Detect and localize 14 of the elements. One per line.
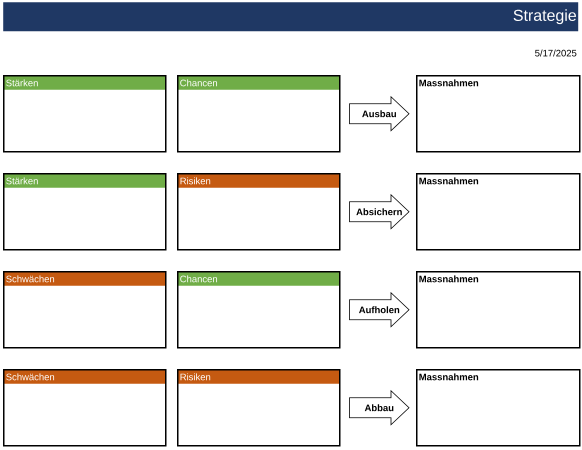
notes-box: Massnahmen <box>416 75 580 152</box>
labeled-box: Schwächen <box>3 271 166 348</box>
labeled-box: Stärken <box>3 173 166 250</box>
labeled-box: Risiken <box>177 173 340 250</box>
labeled-box: Risiken <box>177 369 340 446</box>
notes-box: Massnahmen <box>416 369 580 446</box>
title-banner: Strategie <box>3 2 578 32</box>
labeled-box: Chancen <box>177 271 340 348</box>
notes-box: Massnahmen <box>416 173 580 250</box>
labeled-box: Chancen <box>177 75 340 152</box>
labeled-box: Stärken <box>3 75 166 152</box>
labeled-box: Schwächen <box>3 369 166 446</box>
notes-box: Massnahmen <box>416 271 580 348</box>
date-label: 5/17/2025 <box>535 50 576 56</box>
